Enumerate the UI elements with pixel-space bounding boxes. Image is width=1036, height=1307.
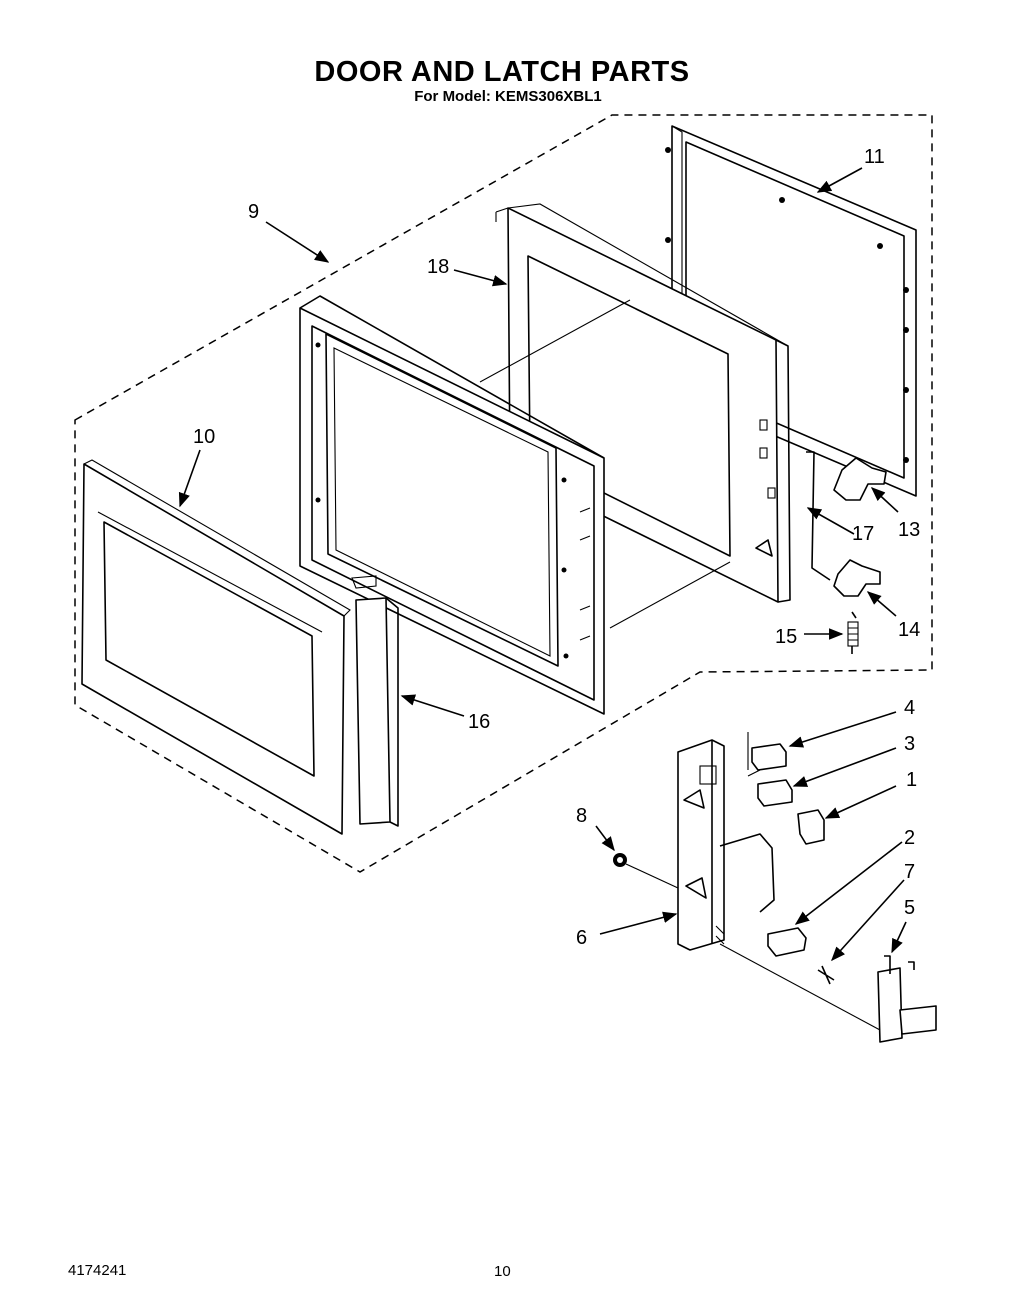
callout-6: 6	[576, 927, 587, 949]
part-3-switch	[757, 779, 793, 807]
document-number: 4174241	[68, 1262, 127, 1279]
callout-2: 2	[904, 827, 915, 849]
part-7-screw	[817, 965, 835, 985]
part-6-latch-housing	[677, 739, 775, 951]
callout-18: 18	[427, 256, 449, 278]
part-5-bracket	[877, 955, 937, 1043]
callout-5: 5	[904, 897, 915, 919]
callout-11: 11	[864, 146, 885, 168]
callout-13: 13	[898, 519, 920, 541]
callout-10: 10	[193, 426, 215, 448]
callout-7: 7	[904, 861, 915, 883]
part-13-upper-latch	[833, 457, 887, 501]
callout-9: 9	[248, 201, 259, 223]
part-4-switch	[751, 743, 787, 771]
part-1-actuator	[797, 809, 825, 845]
callout-16: 16	[468, 711, 490, 733]
part-18-inner-door-panel	[495, 203, 791, 603]
part-17-latch-rod	[806, 451, 831, 581]
part-9-door-frame	[299, 295, 605, 715]
callout-1: 1	[906, 769, 917, 791]
part-8-nut	[613, 853, 627, 867]
model-subtitle: For Model: KEMS306XBL1	[414, 88, 602, 105]
callout-leaders	[178, 167, 907, 962]
part-14-lower-latch	[833, 559, 881, 597]
callout-4: 4	[904, 697, 915, 719]
part-2-switch	[767, 927, 807, 957]
part-10-outer-glass	[81, 459, 351, 835]
callout-14: 14	[898, 619, 920, 641]
part-16-door-trim	[351, 575, 399, 827]
assembly-line-frame	[479, 299, 731, 629]
assembly-line-bracket	[719, 943, 881, 1031]
part-15-spring	[847, 611, 859, 654]
assembly-line-nut	[625, 863, 679, 889]
door-assembly-outline	[74, 114, 933, 873]
page-number: 10	[494, 1263, 511, 1280]
callout-8: 8	[576, 805, 587, 827]
callout-17: 17	[852, 523, 874, 545]
callout-15: 15	[775, 626, 797, 648]
callout-3: 3	[904, 733, 915, 755]
page-title: DOOR AND LATCH PARTS	[314, 56, 690, 88]
